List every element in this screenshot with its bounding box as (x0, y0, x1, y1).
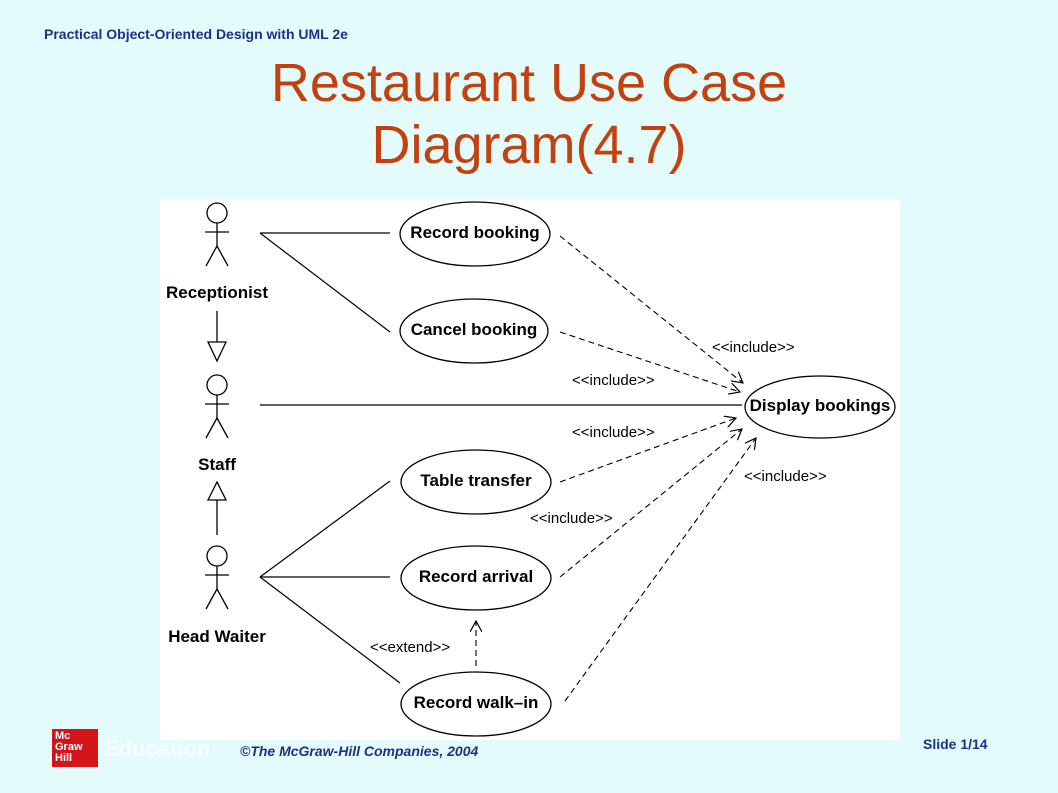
associations (259, 232, 742, 684)
use-case-record-arrival-label: Record arrival (419, 567, 533, 586)
actor-receptionist (205, 202, 229, 267)
slide-number: Slide 1/14 (923, 736, 988, 752)
use-case-table-transfer-label: Table transfer (420, 471, 532, 490)
include-label-4: <<include>> (744, 468, 827, 485)
include-label-1: <<include>> (712, 339, 795, 356)
actor-receptionist-label: Receptionist (166, 283, 268, 302)
slide-title-line-1: Restaurant Use Case (270, 53, 788, 113)
education-wordmark: Education (104, 736, 211, 761)
use-case-cancel-booking: Cancel booking (399, 298, 549, 364)
use-case-record-booking-label: Record booking (410, 223, 539, 242)
logo-line-1: Mc (55, 730, 71, 742)
copyright-notice: ©The McGraw-Hill Companies, 2004 (240, 743, 479, 759)
actor-head-waiter (205, 545, 229, 610)
logo-line-3: Hill (55, 752, 73, 764)
include-label-3: <<include>> (572, 424, 655, 441)
use-case-cancel-booking-label: Cancel booking (411, 320, 538, 339)
include-label-2: <<include>> (572, 372, 655, 389)
actor-staff-label: Staff (198, 455, 236, 474)
use-case-display-bookings-label: Display bookings (750, 396, 891, 415)
use-case-record-walkin-label: Record walk–in (414, 693, 539, 712)
use-case-record-arrival: Record arrival (400, 545, 552, 611)
use-case-table-transfer: Table transfer (400, 449, 552, 515)
include-label-5: <<include>> (530, 510, 613, 527)
use-case-diagram-svg: Receptionist Staff Head Waiter (166, 201, 896, 737)
slide-title-line-2: Diagram(4.7) (371, 115, 687, 175)
actor-staff (205, 374, 229, 439)
actor-head-waiter-label: Head Waiter (168, 627, 266, 646)
generalization-headwaiter-staff (206, 480, 228, 535)
logo-line-2: Graw (55, 741, 83, 753)
slide-title: Restaurant Use Case Diagram(4.7) (0, 52, 1058, 176)
use-case-record-walkin: Record walk–in (400, 671, 552, 737)
mcgraw-hill-logo: Mc Graw Hill (52, 729, 98, 767)
dependencies (476, 235, 756, 702)
use-case-record-booking: Record booking (399, 201, 551, 267)
course-title: Practical Object-Oriented Design with UM… (44, 26, 348, 42)
use-case-diagram: Receptionist Staff Head Waiter (160, 199, 900, 740)
use-case-display-bookings: Display bookings (744, 375, 896, 439)
extend-label: <<extend>> (370, 639, 450, 656)
generalization-receptionist-staff (206, 311, 228, 363)
